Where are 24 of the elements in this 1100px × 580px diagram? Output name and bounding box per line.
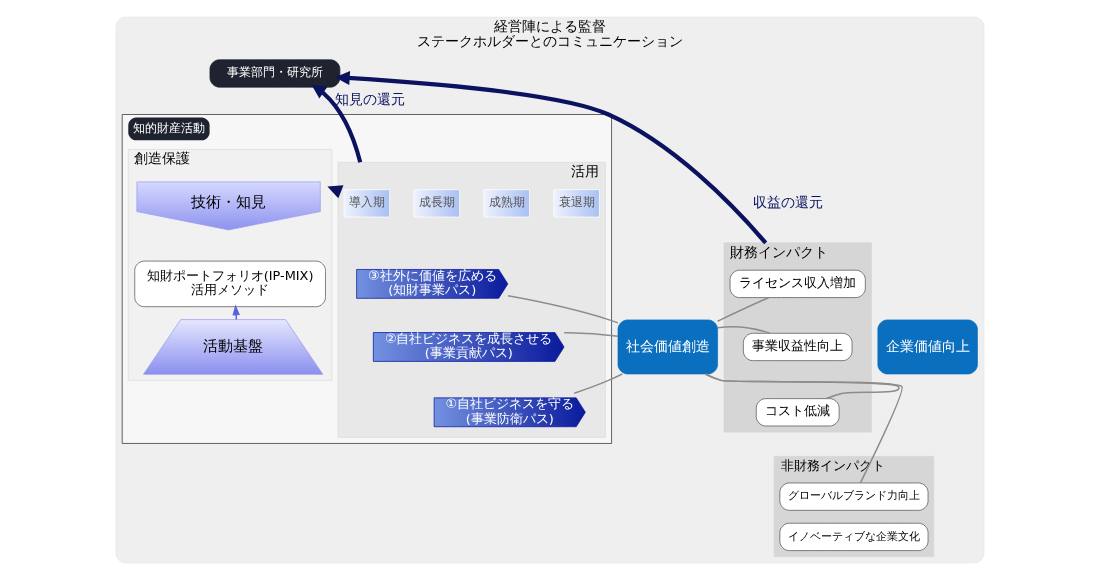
arrow	[232, 304, 240, 321]
node-box: 企業価値向上	[877, 319, 978, 375]
node-box: ライセンス収入増加	[729, 269, 866, 298]
node-box: 導入期	[343, 189, 391, 218]
edge-label: 知見の還元	[335, 91, 406, 108]
node-box: イノベーティブな企業文化	[779, 522, 929, 551]
node-box: 衰退期	[553, 189, 600, 218]
node-box: グローバルブランド力向上	[779, 482, 929, 511]
connector	[717, 326, 771, 334]
node-box: 事業部門・研究所	[209, 59, 341, 88]
node-box: 成熟期	[483, 189, 530, 218]
connector	[563, 331, 619, 338]
node-box: 成長期	[413, 189, 460, 218]
node-box: 事業収益性向上	[743, 332, 853, 361]
node-box: 知財ポートフォリオ(IP-MIX) 活用メソッド	[134, 260, 326, 308]
connector	[573, 373, 624, 394]
arrow	[335, 71, 768, 245]
connector	[716, 296, 770, 322]
edge-label: 収益の還元	[753, 193, 824, 210]
node-box: 社会価値創造	[617, 319, 718, 375]
node-box: コスト低減	[755, 398, 840, 427]
arrow	[311, 84, 363, 163]
connector	[704, 373, 903, 484]
connector	[507, 295, 619, 324]
